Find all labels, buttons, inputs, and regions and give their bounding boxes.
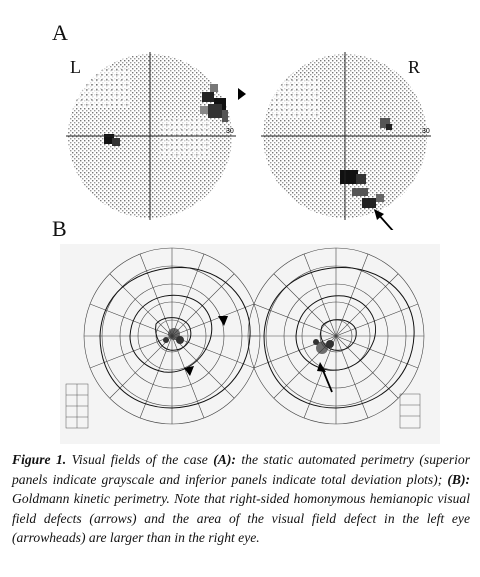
caption-part-1: Visual fields of the case xyxy=(66,452,214,467)
caption-part-3: Goldmann kinetic perimetry. Note that ri… xyxy=(12,491,470,546)
caption-b-ref: (B): xyxy=(447,471,470,487)
figure-caption: Figure 1. Visual fields of the case (A):… xyxy=(12,450,470,548)
caption-figure-label: Figure 1. xyxy=(12,452,67,467)
arrowhead-b-lower xyxy=(184,366,194,376)
right-scale-label: 30 xyxy=(422,128,430,135)
panel-a-label: A xyxy=(52,20,68,45)
right-eye-label-a: R xyxy=(408,57,421,77)
static-perimetry-figure: 30 30 xyxy=(66,52,431,230)
arrow-a xyxy=(374,209,394,230)
caption-a-ref: (A): xyxy=(213,452,236,467)
left-scale-label: 30 xyxy=(226,128,234,135)
left-eye-defect xyxy=(104,84,228,146)
arrow-b xyxy=(317,362,333,393)
caption-part-2: the static automated perimetry (superior… xyxy=(12,452,470,487)
goldmann-perimetry-figure xyxy=(60,244,440,444)
left-eye-label-a: L xyxy=(70,57,81,77)
arrowhead-a xyxy=(238,88,246,100)
panel-b-label: B xyxy=(52,216,67,241)
arrowhead-b-upper xyxy=(218,316,228,326)
